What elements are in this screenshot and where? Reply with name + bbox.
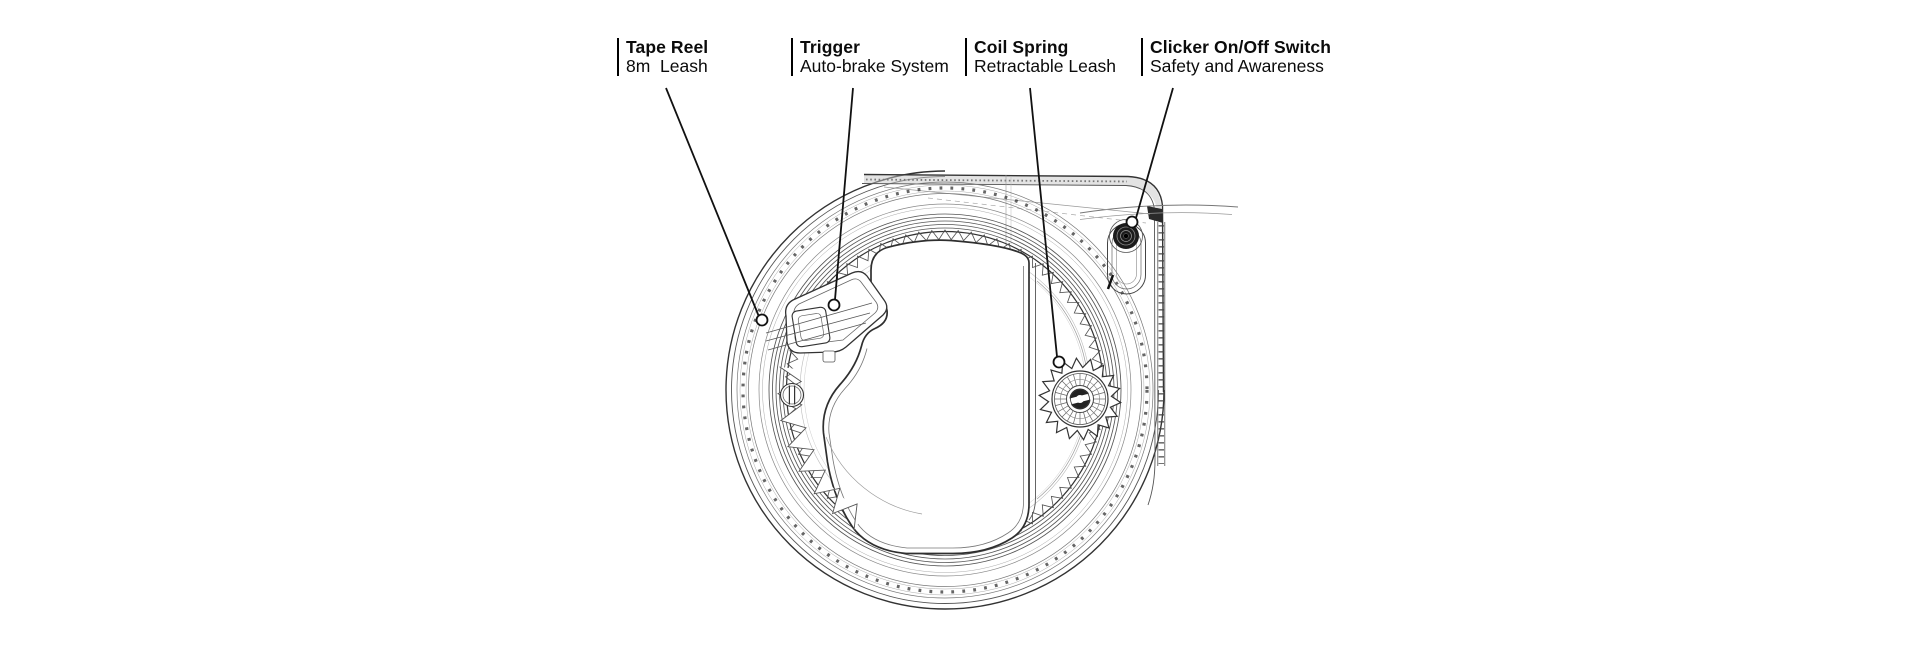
leader-line-coil-spring	[1029, 87, 1058, 357]
leader-line-tape-reel	[665, 87, 760, 316]
coil-spring-gear	[1037, 356, 1123, 442]
leader-circle-clicker	[1125, 215, 1139, 229]
leader-markers	[755, 215, 1139, 369]
callout-clicker-switch: Clicker On/Off Switch Safety and Awarene…	[1141, 38, 1331, 76]
callout-subtitle: Safety and Awareness	[1150, 56, 1324, 76]
callout-title: Tape Reel	[626, 37, 709, 57]
callout-coil-spring: Coil Spring Retractable Leash	[965, 38, 1116, 76]
callout-subtitle: Retractable Leash	[974, 56, 1117, 76]
leader-line-trigger	[834, 87, 854, 300]
screw	[779, 382, 805, 408]
callout-title: Trigger	[800, 37, 861, 57]
leader-circle-tape-reel	[755, 313, 769, 327]
callout-title: Clicker On/Off Switch	[1150, 37, 1332, 57]
clicker-switch	[1106, 219, 1146, 295]
spring-compartment-divider	[1028, 263, 1036, 521]
brake-pad	[791, 306, 831, 348]
housing-shell	[725, 170, 1239, 610]
inner-opening	[822, 239, 1089, 555]
callout-title: Coil Spring	[974, 37, 1069, 57]
callout-trigger: Trigger Auto-brake System	[791, 38, 949, 76]
trigger-assembly	[765, 270, 888, 363]
leader-circle-trigger	[827, 298, 841, 312]
belt-clip-strip	[1157, 222, 1166, 466]
leader-line-clicker	[1135, 87, 1174, 219]
leader-circle-coil-spring	[1052, 355, 1066, 369]
leader-lines	[665, 87, 1174, 357]
callout-tape-reel: Tape Reel 8m Leash	[617, 38, 708, 76]
tick-ring	[741, 186, 1149, 594]
top-band-hatch	[865, 178, 1128, 183]
strap-anchor	[1147, 206, 1163, 223]
callout-subtitle: 8m Leash	[626, 56, 708, 76]
callout-subtitle: Auto-brake System	[800, 56, 949, 76]
